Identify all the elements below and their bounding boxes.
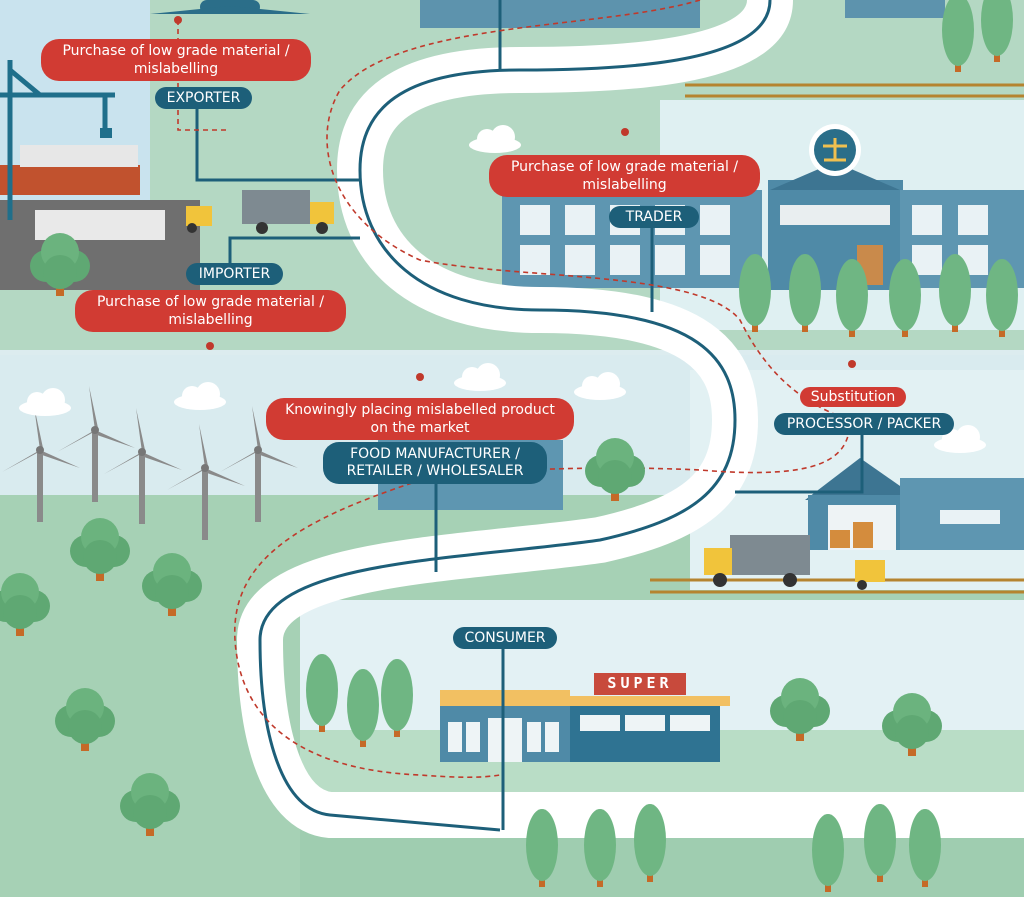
forklift — [186, 206, 885, 590]
actor-importer: IMPORTER — [186, 263, 283, 285]
risk-label-exporter: Purchase of low grade material / mislabe… — [41, 39, 311, 81]
risk-pins — [174, 16, 856, 381]
risk-importer-line2: mislabelling — [168, 312, 253, 328]
actor-manufacturer: FOOD MANUFACTURER / RETAILER / WHOLESALE… — [323, 442, 547, 484]
risk-trader-line2: mislabelling — [582, 177, 667, 193]
supermarket-sign: SUPER — [594, 673, 686, 695]
top-right-building — [845, 0, 945, 18]
risk-manufacturer-line1: Knowingly placing mislabelled product — [285, 402, 555, 418]
fence-middle — [650, 578, 1024, 594]
actor-exporter: EXPORTER — [155, 87, 252, 109]
actor-processor: PROCESSOR / PACKER — [774, 413, 954, 435]
risk-label-trader: Purchase of low grade material / mislabe… — [489, 155, 760, 197]
actor-trader: TRADER — [609, 206, 699, 228]
risk-label-importer: Purchase of low grade material / mislabe… — [75, 290, 346, 332]
risk-manufacturer-line2: on the market — [370, 420, 470, 436]
risk-label-manufacturer: Knowingly placing mislabelled product on… — [266, 398, 574, 440]
risk-exporter-line1: Purchase of low grade material / — [62, 43, 290, 59]
supermarket — [440, 690, 730, 762]
ship-containers — [20, 145, 138, 167]
risk-label-processor: Substitution — [800, 387, 906, 407]
actor-consumer: CONSUMER — [453, 627, 557, 649]
actor-connectors — [195, 0, 864, 830]
risk-path — [234, 0, 851, 779]
risk-importer-line1: Purchase of low grade material / — [96, 294, 325, 310]
airplane — [150, 0, 310, 14]
crane-hook — [100, 128, 112, 138]
cargo-ship — [0, 165, 140, 195]
harbour-sky — [0, 0, 150, 230]
risk-trader-line1: Purchase of low grade material / — [510, 159, 739, 175]
harbour-crane — [0, 60, 115, 220]
top-building — [420, 0, 700, 28]
risk-exporter-line2: mislabelling — [133, 61, 219, 77]
route-line — [258, 0, 772, 832]
actor-manufacturer-line2: RETAILER / WHOLESALER — [346, 463, 524, 479]
truck-processor — [704, 535, 810, 587]
truck-exporter — [242, 190, 334, 234]
fence-top — [685, 83, 1024, 98]
actor-manufacturer-line1: FOOD MANUFACTURER / — [350, 446, 520, 462]
